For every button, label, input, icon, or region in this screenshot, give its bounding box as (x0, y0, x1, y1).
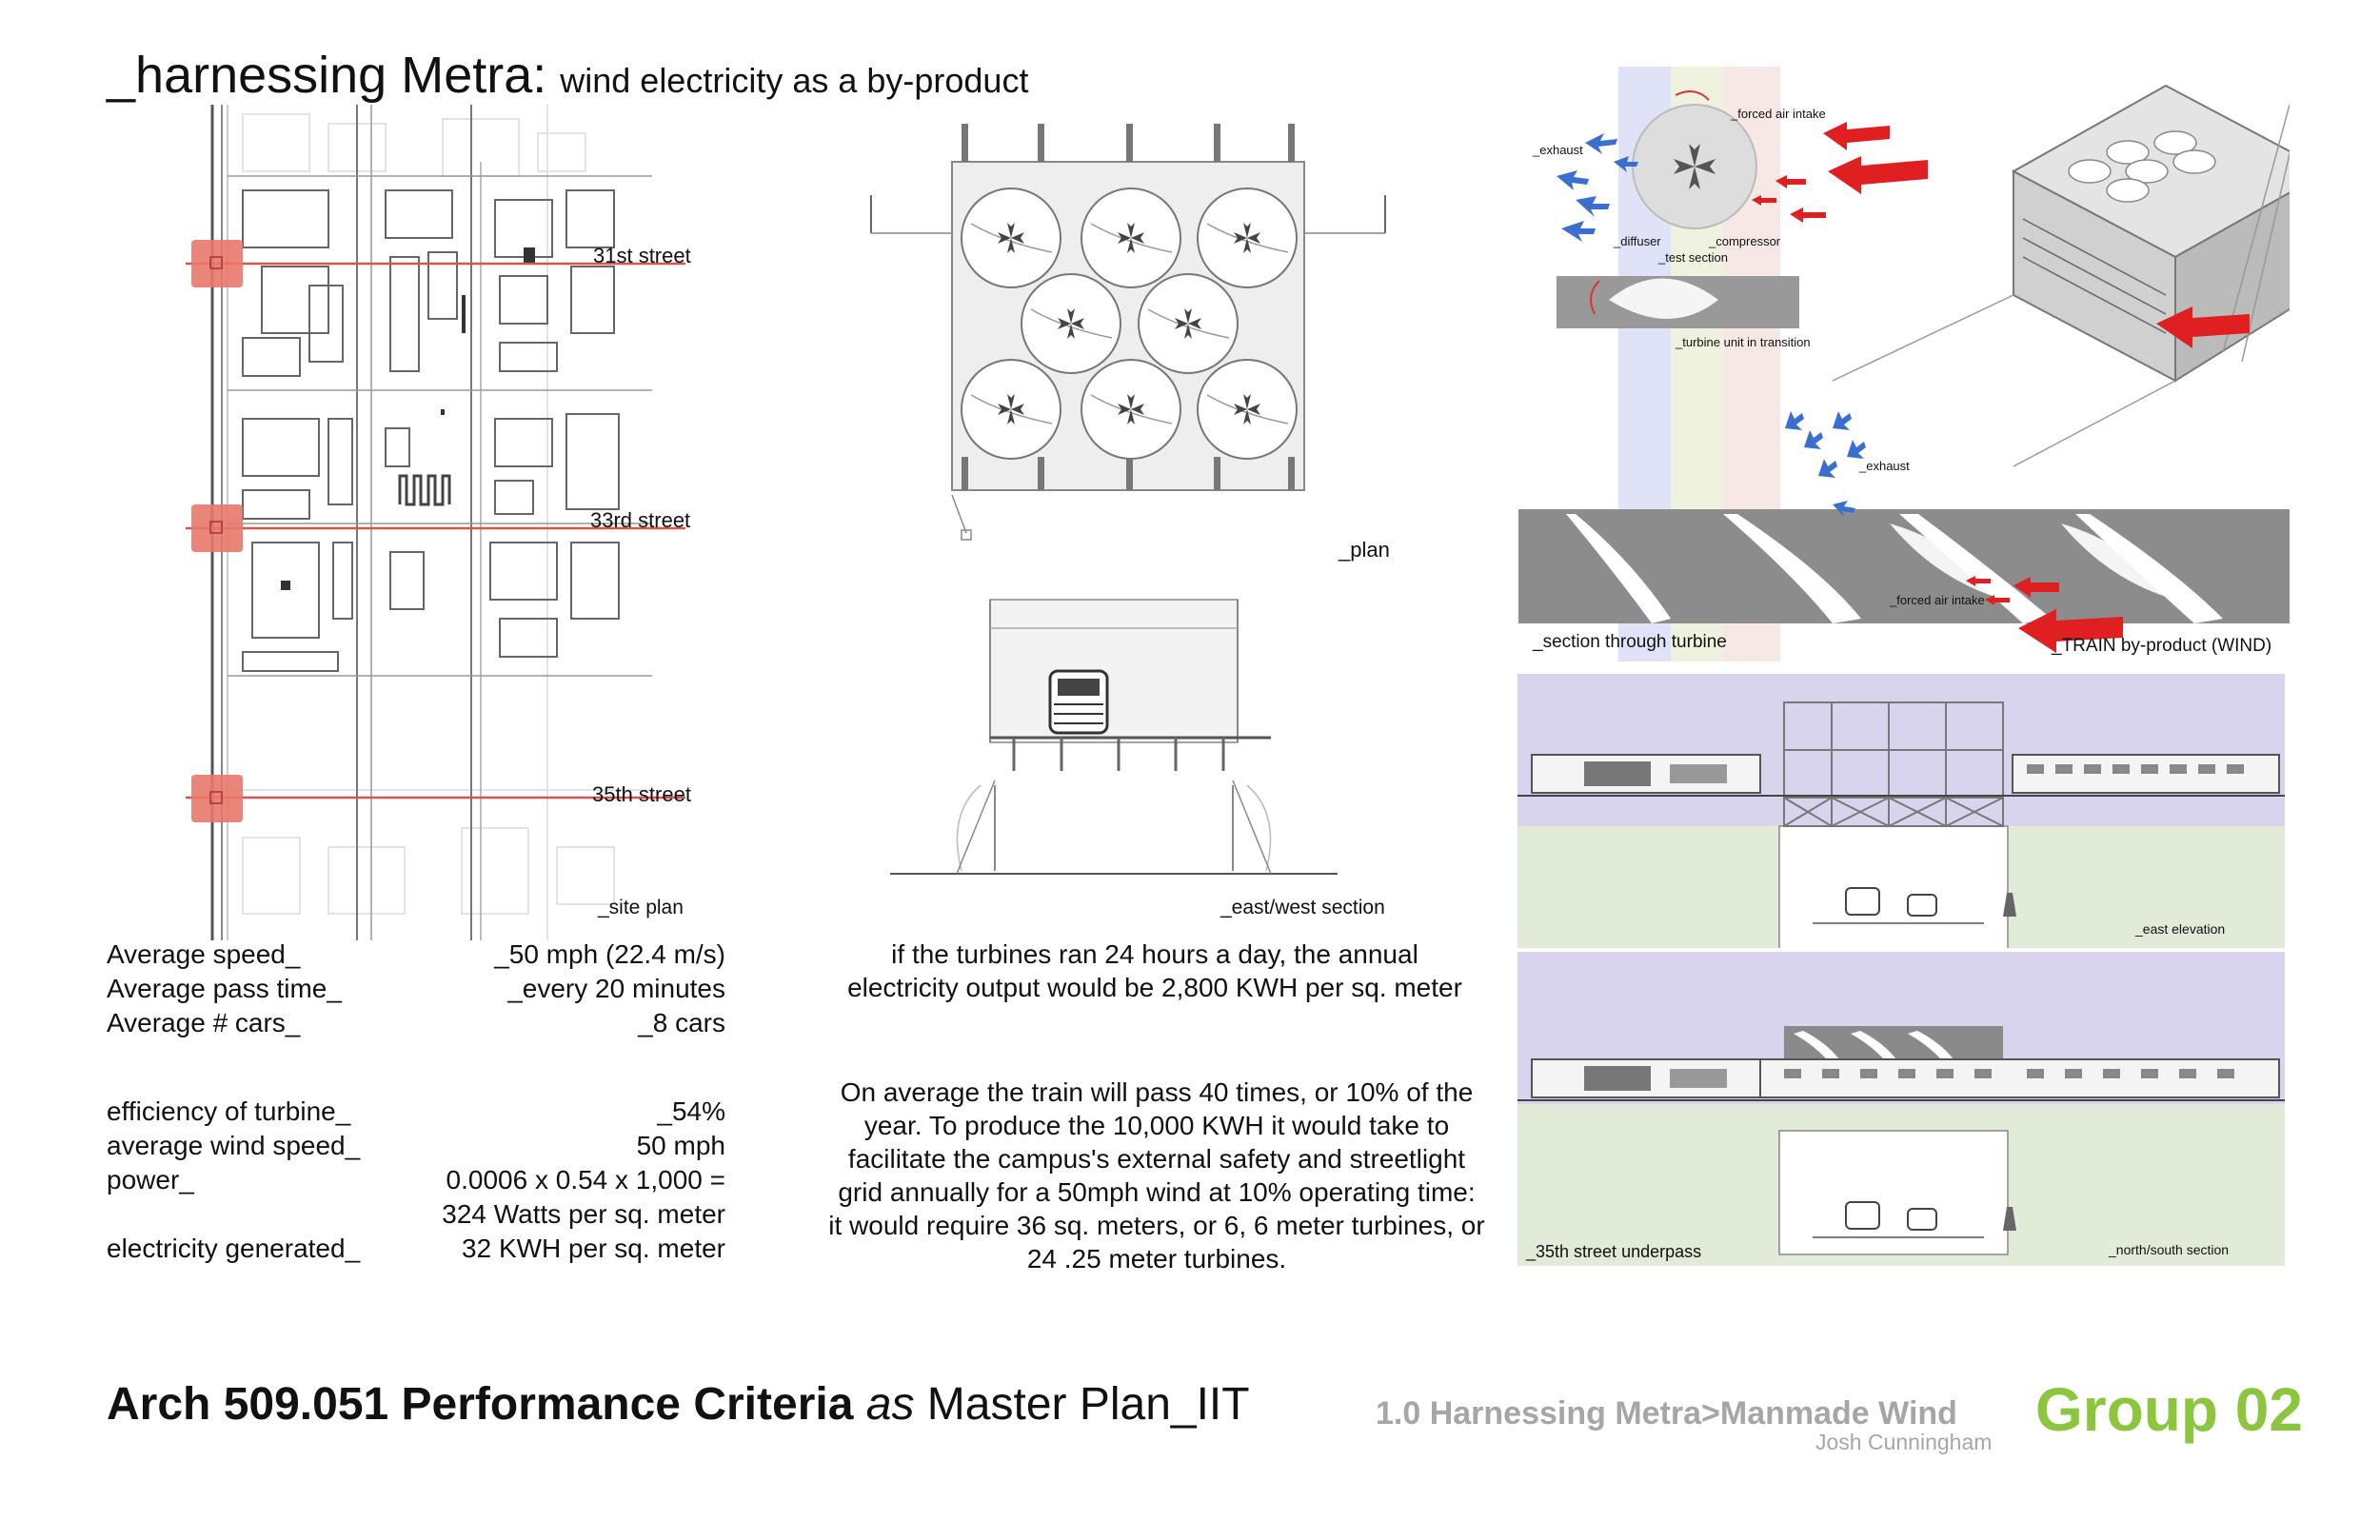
course-title-rest: Master Plan_IIT (926, 1379, 1250, 1430)
page-title-main: _harnessing Metra: (107, 47, 547, 104)
label-compressor: _compressor (1709, 234, 1781, 248)
label-exhaust-bottom: _exhaust (1859, 459, 1910, 473)
label-forced-air-top: _forced air intake (1731, 107, 1826, 121)
stat-value: 0.0006 x 0.54 x 1,000 = (446, 1165, 725, 1194)
stat-value: 50 mph (636, 1131, 725, 1160)
label-turbine-transition: _turbine unit in transition (1676, 335, 1811, 349)
stat-label: electricity generated_ (107, 1234, 361, 1263)
stat-row: Average speed_ _50 mph (22.4 m/s) (107, 938, 725, 972)
plan-caption: _plan (1339, 538, 1390, 562)
section-title: 1.0 Harnessing Metra>Manmade Wind (1376, 1395, 1957, 1431)
stats-block-traffic: Average speed__50 mph (22.4 m/s)Average … (107, 938, 725, 1040)
stats-block-turbine: efficiency of turbine__54%average wind s… (107, 1095, 725, 1266)
course-title-bold: Arch 509.051 Performance Criteria (107, 1379, 854, 1430)
section-turbine-caption: _section through turbine (1533, 632, 1727, 652)
course-title-italic: as (865, 1379, 915, 1430)
site-plan-caption: _site plan (598, 897, 684, 918)
label-exhaust-top: _exhaust (1533, 143, 1583, 157)
site-plan-drawing (186, 105, 685, 940)
turbine-diagram (1518, 67, 2290, 661)
stat-value: _8 cars (638, 1008, 725, 1037)
stat-value: _every 20 minutes (507, 974, 725, 1003)
stat-row: Average # cars_ _8 cars (107, 1006, 725, 1040)
north-south-section-caption: _north/south section (2109, 1242, 2230, 1257)
course-title: Arch 509.051 Performance Criteria as Mas… (107, 1378, 1250, 1431)
author-name: Josh Cunningham (1815, 1430, 1993, 1454)
label-diffuser: _diffuser (1614, 234, 1661, 248)
group-label: Group 02 (2035, 1375, 2303, 1444)
requirement-paragraph: On average the train will pass 40 times,… (828, 1077, 1485, 1273)
stat-row: efficiency of turbine_ _54% (107, 1095, 725, 1129)
stat-row: electricity generated_ 32 KWH per sq. met… (107, 1232, 725, 1266)
page-title: _harnessing Metra: wind electricity as a … (107, 46, 1028, 105)
east-west-section-drawing (890, 599, 1338, 875)
stat-label: Average # cars_ (107, 1008, 301, 1037)
east-elevation-caption: _east elevation (2135, 921, 2226, 937)
page-subtitle: wind electricity as a by-product (560, 61, 1029, 100)
stat-label: power_ (107, 1165, 194, 1194)
label-test-section: _test section (1658, 250, 1728, 265)
underpass-caption: _35th street underpass (1526, 1242, 1702, 1261)
stat-value: _50 mph (22.4 m/s) (494, 939, 725, 969)
stat-row: 324 Watts per sq. meter (107, 1197, 725, 1232)
stat-value: 324 Watts per sq. meter (442, 1199, 725, 1229)
stat-label: Average pass time_ (107, 974, 342, 1003)
label-forced-air-bottom: _forced air intake (1890, 593, 1985, 607)
stat-value: _54% (657, 1096, 725, 1126)
stat-value: 32 KWH per sq. meter (462, 1234, 725, 1263)
stat-label: average wind speed_ (107, 1131, 361, 1160)
street-label-35th: 35th street (592, 782, 691, 806)
street-label-33rd: 33rd street (590, 508, 691, 532)
elevations-drawing (1517, 674, 2285, 1266)
stat-row: average wind speed_ 50 mph (107, 1129, 725, 1163)
stat-row: power_ 0.0006 x 0.54 x 1,000 = (107, 1163, 725, 1197)
turbine-plan-drawing (870, 124, 1386, 541)
street-label-31st: 31st street (593, 244, 691, 267)
section-caption: _east/west section (1220, 897, 1385, 918)
stat-row: Average pass time_ _every 20 minutes (107, 972, 725, 1006)
stat-label: efficiency of turbine_ (107, 1096, 351, 1126)
annual-output-paragraph: if the turbines ran 24 hours a day, the … (847, 939, 1462, 1002)
train-byproduct-caption: _TRAIN by-product (WIND) (2052, 636, 2272, 656)
stat-label: Average speed_ (107, 939, 301, 969)
